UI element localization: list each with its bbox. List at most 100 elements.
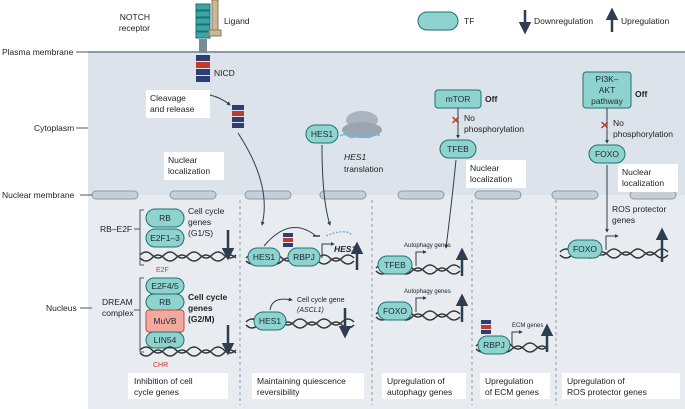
svg-text:Inhibition of cell: Inhibition of cell [134,376,193,386]
svg-text:Cell cycle gene: Cell cycle gene [297,297,345,304]
svg-text:Maintaining quiescence: Maintaining quiescence [257,376,346,386]
ros-group: FOXO ROS protector genes [559,204,669,262]
svg-text:Cell cycle: Cell cycle [188,206,225,216]
svg-text:LIN54: LIN54 [154,335,177,345]
svg-text:HES1: HES1 [253,252,275,262]
legend-down: Downregulation [534,16,593,26]
nicd-label: NICD [214,68,235,78]
dream-group: DREAM complex E2F4/5 RB MuVB LIN54 CHR C… [102,277,237,369]
svg-text:RBPJ: RBPJ [483,340,505,350]
svg-text:E2F1–3: E2F1–3 [150,233,180,243]
svg-text:genes: genes [612,215,635,225]
svg-text:receptor: receptor [119,23,150,33]
blocked-icon: ✕ [451,115,460,127]
svg-text:HES1: HES1 [259,316,281,326]
section-dividers [239,200,557,405]
ligand-icon [211,0,219,31]
rb-e2f-group: RB–E2F RB E2F1–3 E2F Cell cycle genes (G… [100,206,237,274]
svg-text:ROS protector: ROS protector [612,204,666,214]
legend-up: Upregulation [621,16,669,26]
svg-text:complex: complex [102,308,134,318]
svg-text:mTOR: mTOR [446,94,471,104]
svg-text:ROS protector genes: ROS protector genes [567,387,647,397]
svg-text:pathway: pathway [591,96,623,106]
svg-text:TFEB: TFEB [447,144,469,154]
svg-text:translation: translation [344,164,383,174]
svg-text:AKT: AKT [599,85,616,95]
nucleus-label: Nucleus [46,303,77,313]
svg-text:Cell cycle: Cell cycle [188,292,227,302]
svg-text:reversibility: reversibility [257,387,300,397]
svg-text:Nuclear: Nuclear [168,155,197,165]
svg-text:phosphorylation: phosphorylation [613,129,673,139]
svg-text:localization: localization [168,166,210,176]
plasma-membrane-label: Plasma membrane [2,47,74,57]
svg-text:Nuclear: Nuclear [470,163,499,173]
svg-text:MuVB: MuVB [153,316,176,326]
svg-text:Autophagy genes: Autophagy genes [404,243,451,249]
svg-text:FOXO: FOXO [595,149,619,159]
svg-text:Upregulation of: Upregulation of [387,376,445,386]
nuclear-localization-box-1: Nuclear localization [164,152,224,180]
notch-receptor: NOTCH receptor Ligand NICD [119,0,250,82]
svg-text:Off: Off [635,89,647,99]
svg-text:FOXO: FOXO [383,306,407,316]
svg-text:RB: RB [159,213,171,223]
svg-text:HES1: HES1 [334,244,356,254]
svg-text:RBPJ: RBPJ [293,252,315,262]
svg-text:Off: Off [485,94,497,104]
nuclear-membrane [91,190,677,200]
svg-text:of ECM genes: of ECM genes [485,387,539,397]
nuclear-membrane-label: Nuclear membrane [2,190,75,200]
svg-text:No: No [613,118,624,128]
svg-text:HES1: HES1 [311,129,333,139]
svg-text:HES1: HES1 [344,152,366,162]
nicd-arrow [237,132,265,226]
cytoplasm-label: Cytoplasm [34,123,74,133]
quiescence-group: HES1 RBPJ HES1 HES1 Cell cycle gene (ASC… [245,227,364,339]
svg-text:PI3K–: PI3K– [595,74,618,84]
legend-tf: TF [464,16,474,26]
svg-text:(G2/M): (G2/M) [188,314,215,324]
svg-text:cycle genes: cycle genes [134,387,179,397]
hes1-translation: HES1 HES1 translation [305,111,383,226]
svg-text:localization: localization [470,174,512,184]
svg-text:Ligand: Ligand [224,16,250,26]
nicd-fragment-icon [232,105,244,128]
cleavage-box: Cleavage and release [146,90,231,118]
dna-icon [139,251,237,259]
svg-text:NOTCH: NOTCH [120,12,150,22]
svg-text:RB: RB [159,297,171,307]
svg-text:DREAM: DREAM [102,297,133,307]
svg-text:E2F: E2F [156,267,169,274]
autophagy-group: TFEB Autophagy genes FOXO Autophagy gene… [375,243,469,322]
region-labels: Plasma membrane Cytoplasm Nuclear membra… [2,47,92,313]
pi3k-group: PI3K– AKT pathway Off ✕ No phosphorylati… [582,71,678,233]
svg-text:RB–E2F: RB–E2F [100,224,132,234]
svg-text:TFEB: TFEB [384,260,406,270]
svg-text:Cleavage: Cleavage [150,93,186,103]
svg-text:✕: ✕ [600,120,609,132]
svg-text:(ASCL1): (ASCL1) [297,307,324,314]
svg-text:Upregulation: Upregulation [485,376,533,386]
legend: TF Downregulation Upregulation [417,7,669,35]
svg-text:ECM genes: ECM genes [512,323,543,329]
svg-text:Nuclear: Nuclear [622,167,651,177]
svg-text:genes: genes [188,217,211,227]
captions: Inhibition of cell cycle genes Maintaini… [128,373,680,399]
svg-text:autophagy genes: autophagy genes [387,387,452,397]
svg-text:Autophagy genes: Autophagy genes [404,289,451,295]
svg-text:genes: genes [188,303,213,313]
svg-text:and release: and release [150,104,195,114]
svg-text:No: No [464,113,475,123]
svg-text:phosphorylation: phosphorylation [464,124,524,134]
svg-text:localization: localization [622,178,664,188]
svg-text:(G1/S): (G1/S) [188,228,213,238]
ecm-group: RBPJ ECM genes [475,320,554,355]
tf-swatch [417,11,459,31]
svg-text:E2F4/5: E2F4/5 [151,281,179,291]
svg-text:FOXO: FOXO [573,244,597,254]
svg-text:Upregulation of: Upregulation of [567,376,625,386]
svg-text:CHR: CHR [153,362,168,369]
